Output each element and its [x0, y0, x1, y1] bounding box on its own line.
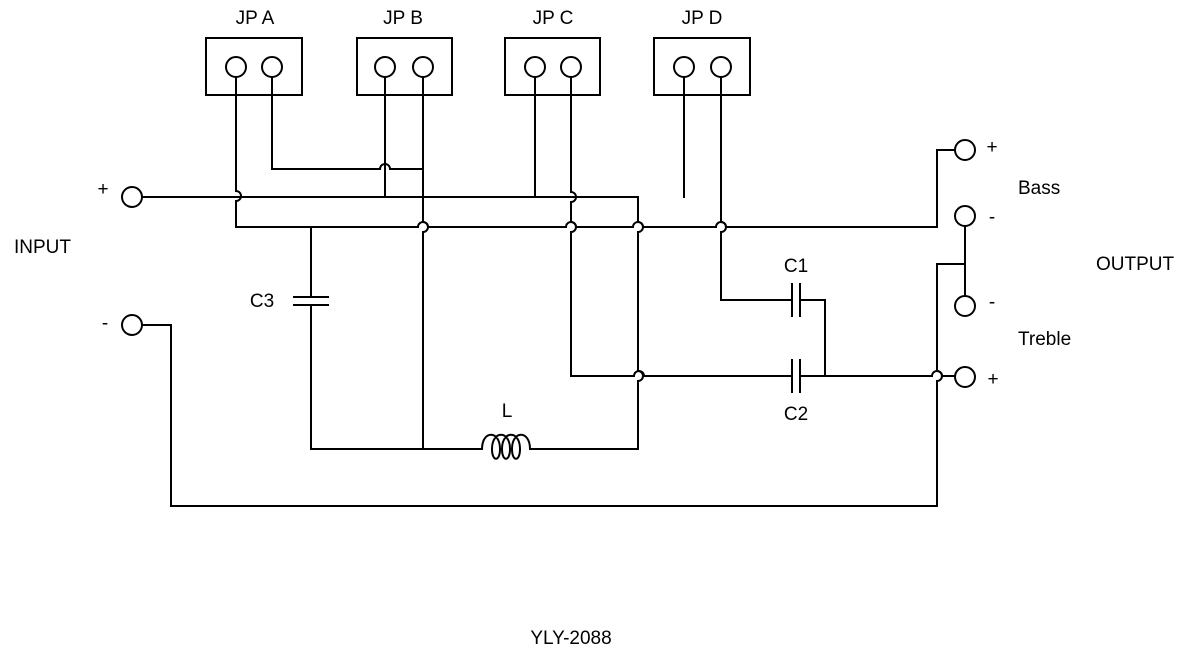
jumper-jp-c	[504, 37, 601, 96]
capacitor-c1	[791, 283, 801, 317]
output-label: OUTPUT	[1096, 254, 1175, 275]
c1-label: C1	[784, 256, 808, 277]
input-plus-sign: +	[97, 179, 108, 200]
model-label: YLY-2088	[530, 628, 611, 649]
input-label: INPUT	[14, 237, 71, 258]
jp-c-label: JP C	[533, 8, 574, 29]
capacitor-c2	[791, 359, 801, 393]
jp-a-pin-1	[225, 56, 247, 78]
inductor-label: L	[502, 401, 513, 422]
c2-label: C2	[784, 404, 808, 425]
treble-plus-terminal	[954, 366, 976, 388]
jp-d-label: JP D	[682, 8, 723, 29]
treble-label: Treble	[1018, 329, 1071, 350]
jp-a-pin-2	[261, 56, 283, 78]
jp-d-pin-2	[710, 56, 732, 78]
wiring	[141, 76, 966, 507]
bass-plus-terminal	[954, 139, 976, 161]
input-minus-terminal	[121, 314, 143, 336]
jumper-jp-d	[653, 37, 751, 96]
inductor-l	[480, 433, 533, 460]
bass-minus-terminal	[954, 205, 976, 227]
jumper-jp-a	[205, 37, 303, 96]
treble-minus-terminal	[954, 295, 976, 317]
bass-minus-sign: -	[989, 207, 995, 228]
c3-label: C3	[250, 291, 274, 312]
jp-a-label: JP A	[236, 8, 275, 29]
treble-minus-sign: -	[989, 292, 995, 313]
capacitor-c3	[293, 296, 329, 306]
bass-label: Bass	[1018, 178, 1060, 199]
input-plus-terminal	[121, 186, 143, 208]
jp-b-pin-1	[374, 56, 396, 78]
jp-c-pin-1	[524, 56, 546, 78]
jp-b-pin-2	[412, 56, 434, 78]
bass-plus-sign: +	[986, 137, 997, 158]
jp-b-label: JP B	[383, 8, 423, 29]
jumper-jp-b	[356, 37, 453, 96]
jp-c-pin-2	[560, 56, 582, 78]
input-minus-sign: -	[102, 313, 108, 334]
treble-plus-sign: +	[987, 369, 998, 390]
jp-d-pin-1	[673, 56, 695, 78]
